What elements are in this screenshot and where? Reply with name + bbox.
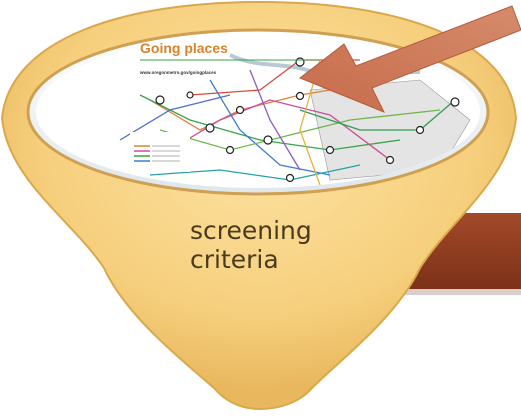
map-title: Going places (140, 40, 228, 56)
map-nodes (155, 57, 460, 183)
funnel-label-line1: screening (190, 216, 312, 245)
map-url: www.oregonmetro.gov/goingplaces (140, 70, 217, 75)
output-bar-shadow (392, 289, 521, 295)
funnel-label: screening criteria (190, 216, 312, 274)
funnel-label-line2: criteria (190, 245, 279, 274)
map-routes (119, 59, 456, 186)
map-legend (130, 132, 190, 172)
transit-map (36, 36, 480, 188)
input-arrow (299, 5, 521, 113)
